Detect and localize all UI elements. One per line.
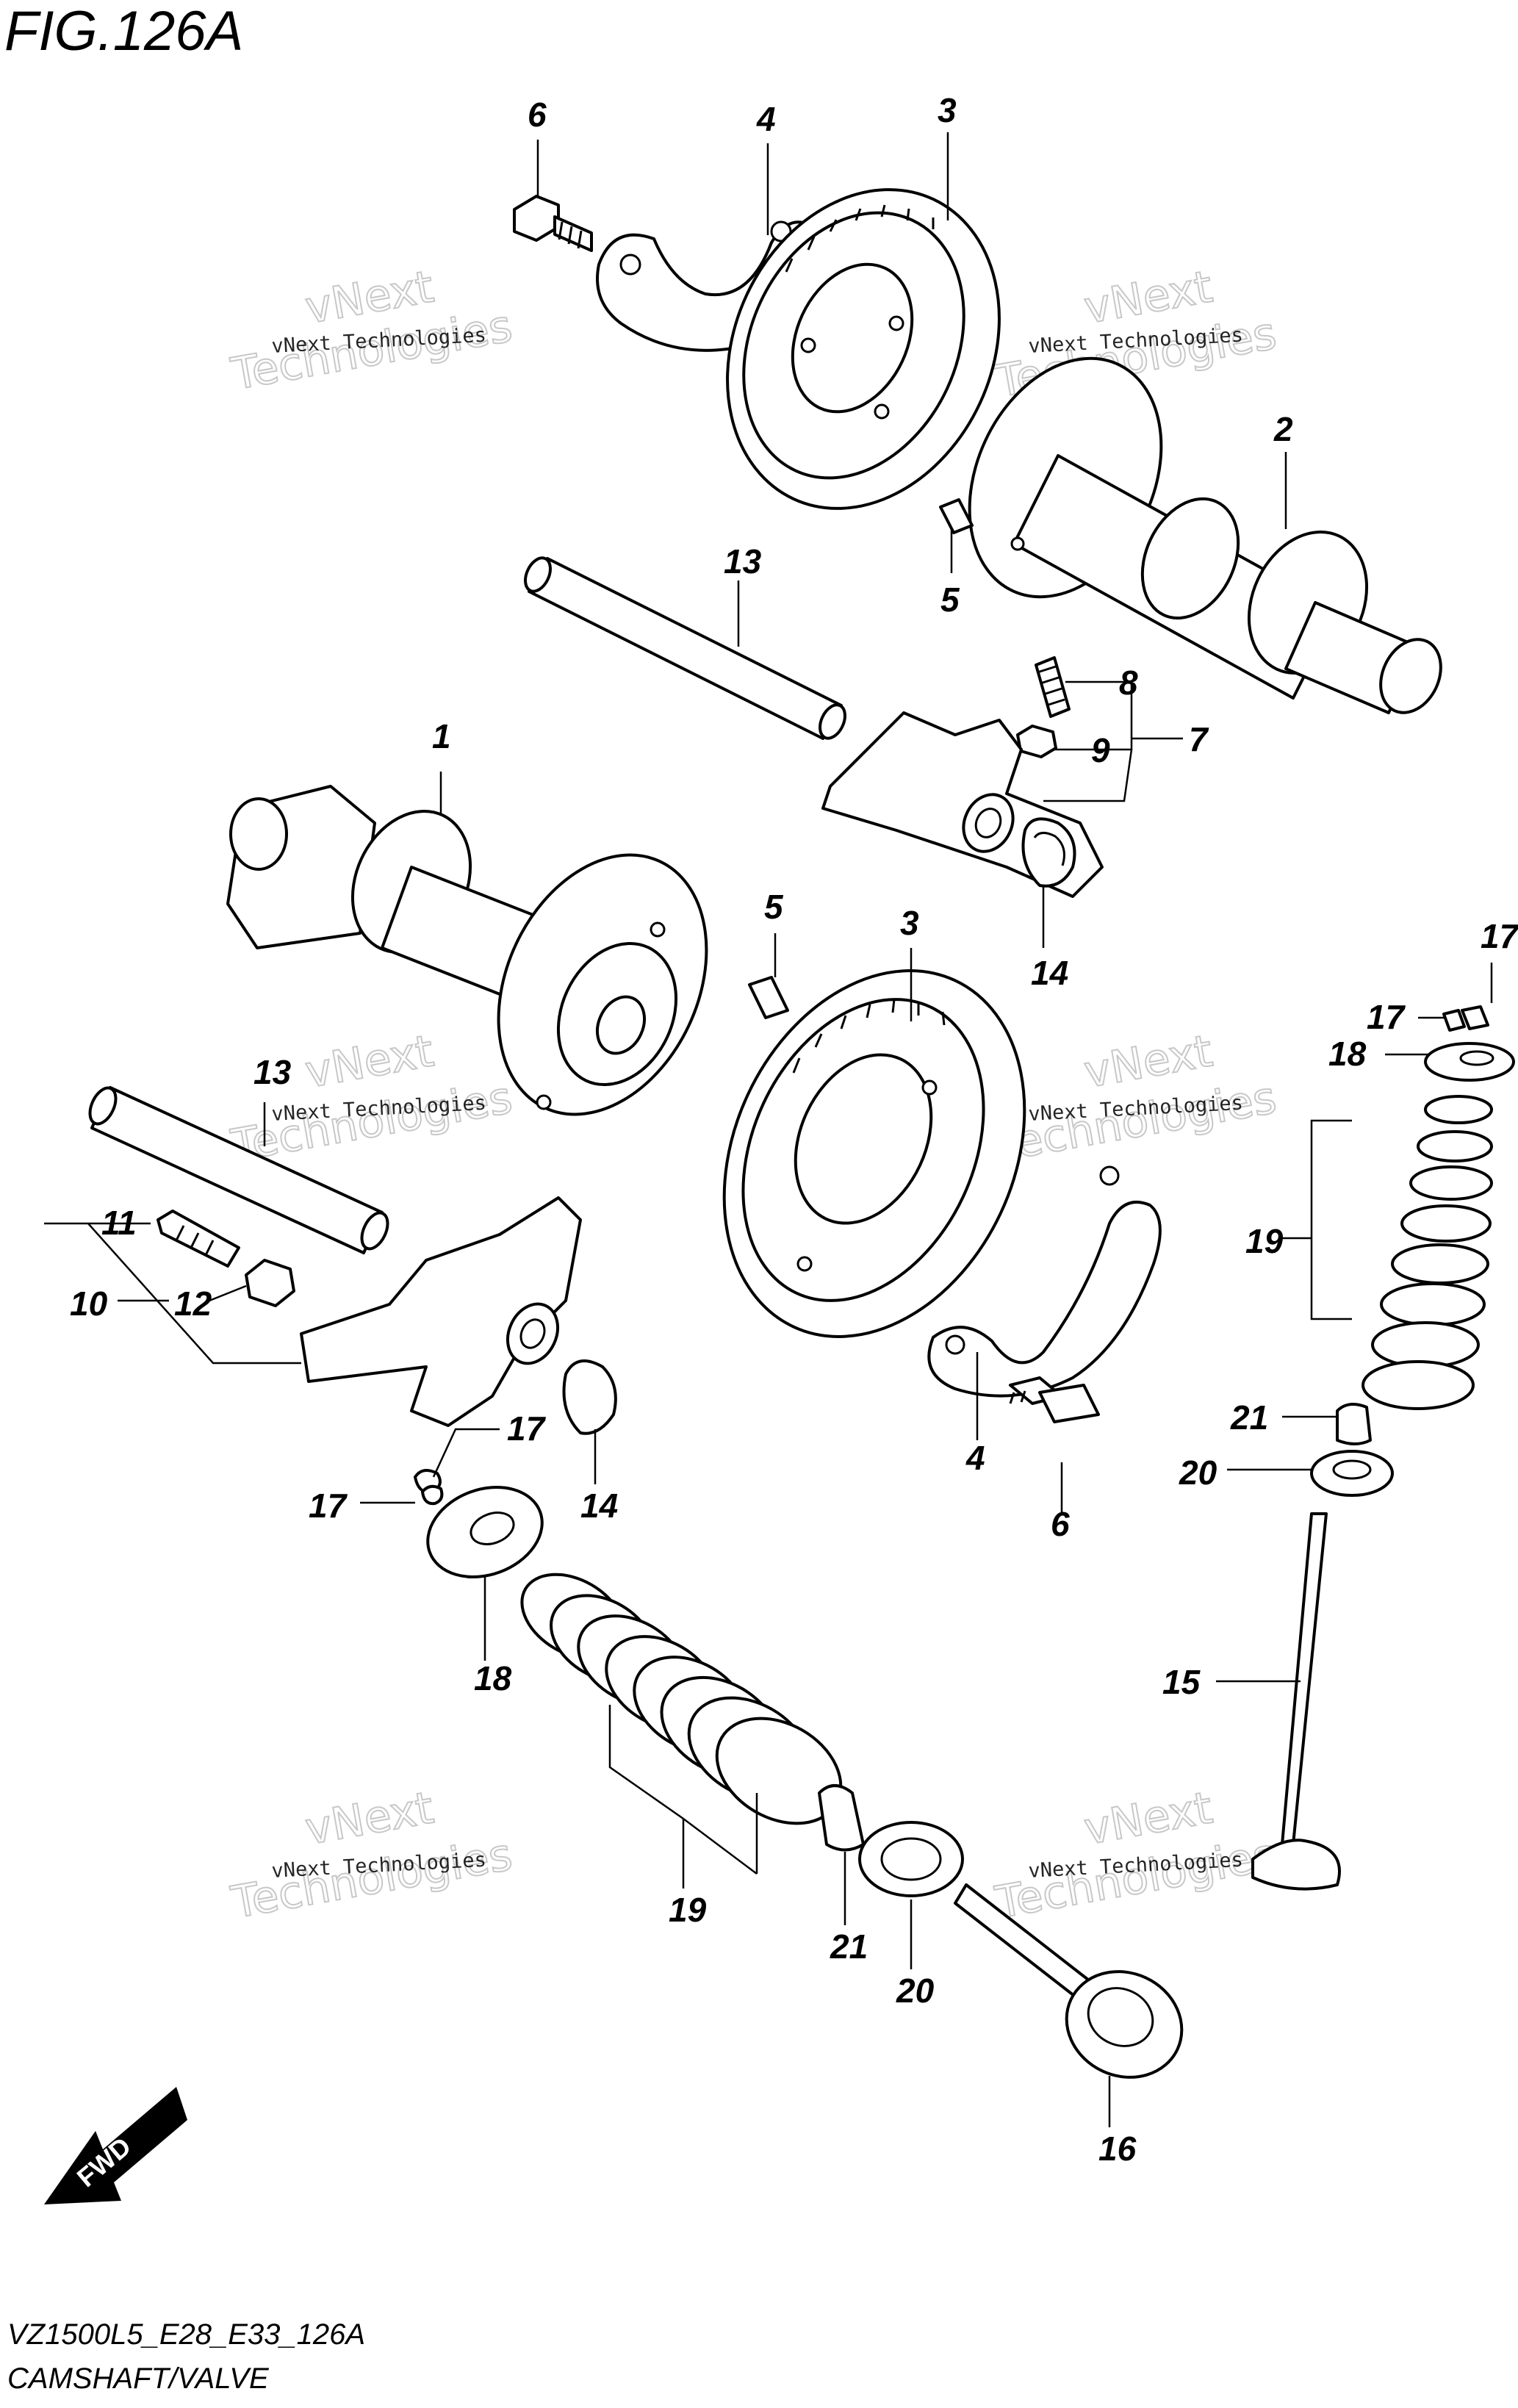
watermark-top-left: vNext Technologies vNext Technologies bbox=[226, 260, 517, 401]
part-5-pin-top[interactable] bbox=[939, 498, 974, 534]
figure-title: FIG.126A bbox=[4, 0, 243, 62]
part-15-valve[interactable] bbox=[1251, 1512, 1341, 1891]
callout-15: 15 bbox=[1162, 1663, 1201, 1701]
watermark-mid-right: vNext Technologies vNext Technologies bbox=[990, 1024, 1281, 1173]
callout-5-mid: 5 bbox=[764, 888, 784, 926]
part-10-rocker-arm-left[interactable] bbox=[300, 1196, 582, 1427]
part-1-camshaft[interactable] bbox=[226, 785, 747, 1149]
part-19-springs-right[interactable] bbox=[1361, 1095, 1493, 1410]
callout-18-right: 18 bbox=[1328, 1035, 1367, 1073]
part-21-seal-right[interactable] bbox=[1336, 1403, 1372, 1445]
callout-6-top: 6 bbox=[528, 96, 547, 134]
part-13-shaft-top[interactable] bbox=[520, 554, 849, 742]
watermark-bottom-left: vNext Technologies vNext Technologies bbox=[226, 1781, 517, 1930]
callout-20-left: 20 bbox=[896, 1972, 935, 2010]
callout-17-left-a: 17 bbox=[507, 1409, 547, 1448]
callout-1: 1 bbox=[432, 717, 451, 755]
part-20-seat-left[interactable] bbox=[858, 1821, 964, 1897]
part-11-adjust-screw[interactable] bbox=[157, 1210, 240, 1268]
part-18-retainer-right[interactable] bbox=[1424, 1042, 1515, 1082]
callout-19-left: 19 bbox=[669, 1891, 707, 1929]
part-6-bolt-mid[interactable] bbox=[1009, 1376, 1100, 1423]
callout-7: 7 bbox=[1189, 720, 1209, 758]
part-21-seal-left[interactable] bbox=[818, 1784, 865, 1852]
part-5-pin-mid[interactable] bbox=[748, 976, 789, 1019]
part-16-valve[interactable] bbox=[954, 1883, 1199, 2096]
callout-19-right: 19 bbox=[1245, 1222, 1284, 1260]
watermark-mid-left: vNext Technologies vNext Technologies bbox=[226, 1024, 517, 1173]
callout-13-top: 13 bbox=[724, 542, 762, 581]
part-14-shim-left[interactable] bbox=[562, 1359, 617, 1435]
fwd-arrow-icon: FWD bbox=[44, 2087, 187, 2204]
part-17-cotters-left[interactable] bbox=[414, 1469, 444, 1506]
part-4-plate-mid[interactable] bbox=[927, 1165, 1162, 1398]
watermark-bottom-right: vNext Technologies vNext Technologies bbox=[990, 1781, 1281, 1930]
callout-10: 10 bbox=[70, 1284, 108, 1323]
part-20-seat-right[interactable] bbox=[1310, 1450, 1394, 1497]
callout-11: 11 bbox=[101, 1204, 137, 1242]
part-9-locknut[interactable] bbox=[1016, 725, 1057, 758]
callout-12: 12 bbox=[174, 1284, 212, 1323]
part-3-gear-mid[interactable] bbox=[667, 921, 1082, 1386]
callout-14-top: 14 bbox=[1031, 954, 1068, 992]
callout-3-top: 3 bbox=[938, 91, 957, 129]
callout-13-left: 13 bbox=[253, 1053, 292, 1091]
leader-lines bbox=[44, 132, 1493, 2127]
callout-4-mid: 4 bbox=[965, 1439, 985, 1477]
part-18-retainer-left[interactable] bbox=[415, 1472, 555, 1592]
part-17-cotters-right[interactable] bbox=[1442, 1005, 1489, 1032]
part-19-springs-left[interactable] bbox=[507, 1557, 860, 1844]
callout-21-left: 21 bbox=[830, 1927, 868, 1966]
callout-18-left: 18 bbox=[474, 1659, 512, 1697]
part-8-adjust-screw[interactable] bbox=[1035, 656, 1071, 718]
callout-6-mid: 6 bbox=[1051, 1505, 1070, 1543]
callout-17-right-mid: 17 bbox=[1367, 998, 1406, 1036]
callout-17-left-b: 17 bbox=[309, 1487, 348, 1525]
callout-14-left: 14 bbox=[580, 1487, 618, 1525]
part-13-shaft-left[interactable] bbox=[84, 1084, 392, 1254]
part-2-camshaft[interactable] bbox=[932, 327, 1452, 722]
callout-20-right: 20 bbox=[1179, 1453, 1217, 1492]
callout-21-right: 21 bbox=[1230, 1398, 1268, 1437]
callout-17-right-top: 17 bbox=[1481, 917, 1518, 955]
callout-4-top: 4 bbox=[756, 100, 776, 138]
callout-3-mid: 3 bbox=[900, 904, 919, 942]
callout-16: 16 bbox=[1098, 2130, 1137, 2168]
callout-8: 8 bbox=[1119, 664, 1138, 702]
callout-9: 9 bbox=[1091, 731, 1110, 769]
part-3-gear-top[interactable] bbox=[677, 145, 1049, 553]
part-12-locknut[interactable] bbox=[245, 1259, 295, 1307]
callout-5-top: 5 bbox=[940, 581, 960, 619]
callout-2: 2 bbox=[1273, 410, 1293, 448]
figure-caption: CAMSHAFT/VALVE bbox=[7, 2362, 270, 2395]
figure-code: VZ1500L5_E28_E33_126A bbox=[7, 2318, 365, 2351]
part-14-shim-top[interactable] bbox=[1021, 817, 1076, 888]
part-6-bolt-top[interactable] bbox=[513, 195, 593, 252]
callouts: 6 4 3 2 5 13 8 9 7 14 1 5 3 17 17 18 13 … bbox=[70, 91, 1518, 2168]
